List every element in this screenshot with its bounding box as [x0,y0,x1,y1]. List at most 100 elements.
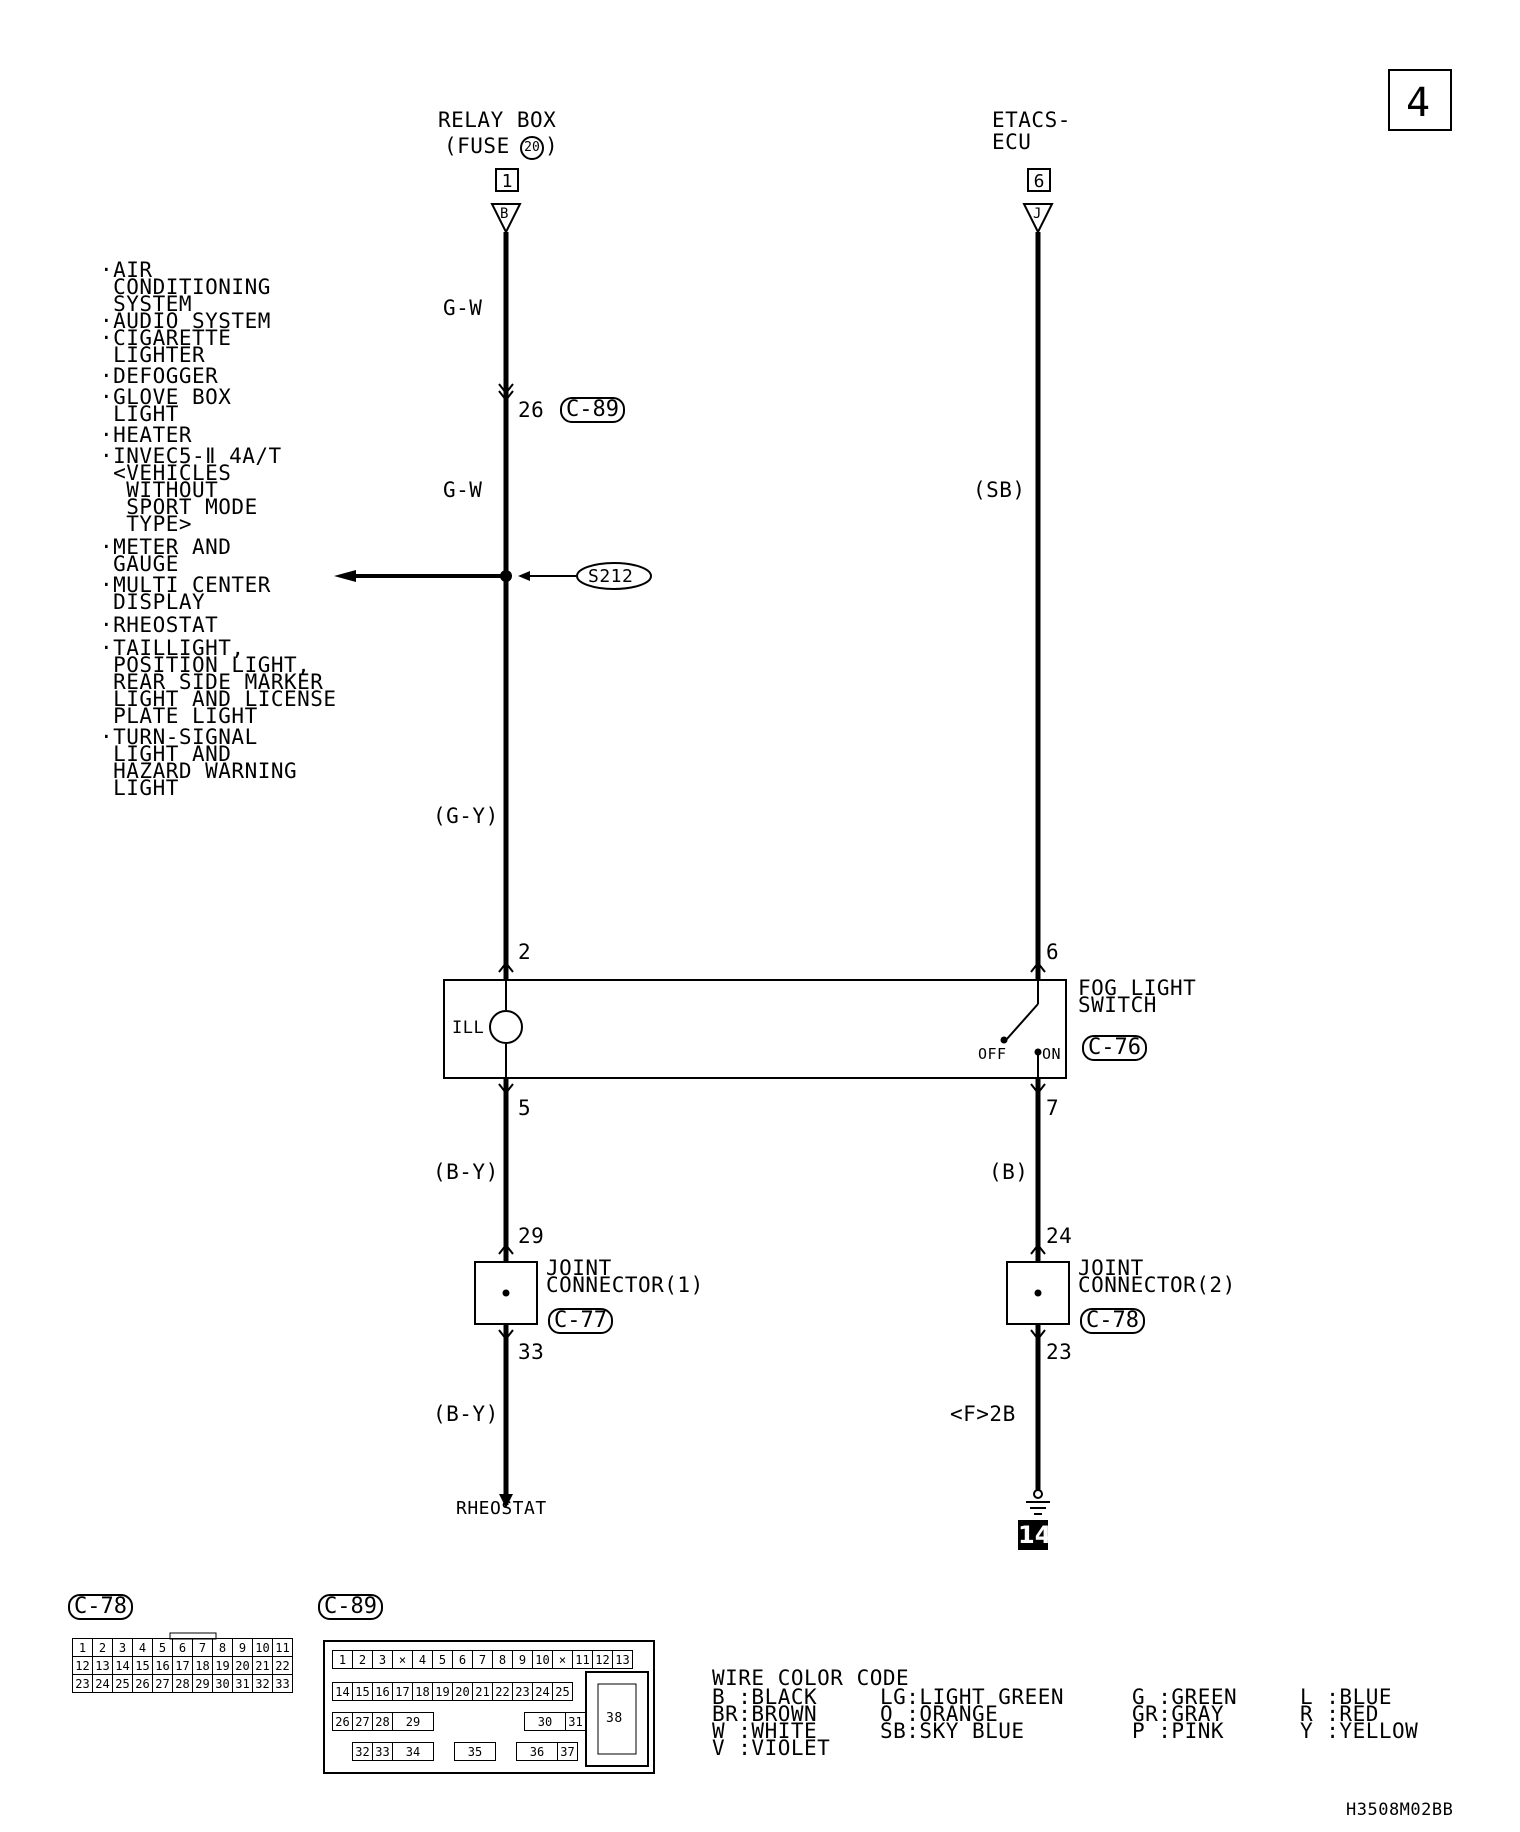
page-number: 4 [1406,80,1431,126]
connector-c76-tag: C-76 [1082,1035,1147,1061]
color-entry: V :VIOLET [712,1736,831,1760]
etacs-pin: 6 [1027,168,1051,192]
connector-c89-tag: C-89 [560,397,625,423]
joint-connector-2-box [1006,1261,1070,1325]
color-entry: BR:BROWN [712,1702,818,1726]
pin-29: 29 [518,1224,545,1248]
wire-color-code-col-2: LG:LIGHT GREEN O :ORANGE SB:SKY BLUE [880,1687,1064,1742]
wire-color-code-col-3: G :GREEN GR:GRAY P :PINK [1132,1687,1237,1743]
fuse-number-circle: 20 [520,136,544,160]
c78-pin: 12 [72,1656,93,1675]
c89-pin: 33 [372,1742,393,1761]
c78-pin: 17 [172,1656,193,1675]
list-item: ·METER AND GAUGE [100,535,232,576]
list-item: ·GLOVE BOX LIGHT [100,385,232,426]
c78-pin: 15 [132,1656,153,1675]
relay-box-conn-letter: B [500,206,509,222]
fuse-close-paren: ) [545,134,559,158]
c78-pin: 2 [92,1638,113,1657]
c78-pin: 11 [272,1638,293,1657]
c89-pin: 23 [512,1682,533,1701]
c78-pin: 24 [92,1674,113,1693]
c89-pin: 22 [492,1682,513,1701]
drawing-id: H3508M02BB [1346,1800,1454,1820]
wire-color-b: (B) [989,1160,1029,1184]
c89-pin: 7 [472,1650,493,1669]
c89-blank-pin: × [552,1650,573,1669]
c78-pin: 3 [112,1638,133,1657]
splice-s212-label: S212 [588,566,634,587]
c89-pin: 14 [332,1682,353,1701]
c78-pin: 31 [232,1674,253,1693]
pin-6: 6 [1046,940,1060,964]
c78-pin: 9 [232,1638,253,1657]
list-item: ·RHEOSTAT [100,613,219,637]
pin-24: 24 [1046,1224,1073,1248]
c89-pin: 3 [372,1650,393,1669]
c89-pin: 31 [565,1712,586,1731]
c89-pin: 37 [557,1742,578,1761]
c89-pin: 8 [492,1650,513,1669]
wire-color-code-col-1: B :BLACK BR:BROWN W :WHITE V :VIOLET [712,1685,831,1760]
fog-light-switch-title: FOG LIGHT SWITCH [1078,976,1197,1017]
c89-pin: 11 [572,1650,593,1669]
connector-c77-tag: C-77 [548,1308,613,1334]
c89-gap [496,1743,517,1761]
c78-pin: 23 [72,1674,93,1693]
c89-pin: 4 [412,1650,433,1669]
c89-pin: 18 [412,1682,433,1701]
c78-pin: 6 [172,1638,193,1657]
c89-pin: 24 [532,1682,553,1701]
c89-gap [434,1713,525,1731]
color-entry: B :BLACK [712,1685,818,1709]
ill-lamp-circle [489,1010,523,1044]
c89-pin: 9 [512,1650,533,1669]
color-entry: GR:GRAY [1132,1702,1225,1726]
c89-pin: 12 [592,1650,613,1669]
c78-pin: 10 [252,1638,273,1657]
c89-pin: 21 [472,1682,493,1701]
joint-connector-2-title: JOINT CONNECTOR(2) [1078,1256,1236,1297]
color-entry: L :BLUE [1300,1685,1393,1709]
c78-pin: 4 [132,1638,153,1657]
c78-pin: 33 [272,1674,293,1693]
c78-pin: 28 [172,1674,193,1693]
c78-pin: 19 [212,1656,233,1675]
list-item: ·CIGARETTE LIGHTER [100,326,232,367]
c89-gap [434,1743,455,1761]
c89-pin: 36 [516,1742,558,1761]
related-systems-list: ·AIR CONDITIONING SYSTEM ·AUDIO SYSTEM ·… [100,260,337,799]
wire-color-by-2: (B-Y) [433,1402,499,1426]
c78-pin: 18 [192,1656,213,1675]
relay-box-label: RELAY BOX [438,108,557,132]
c89-pin: 32 [352,1742,373,1761]
c89-pin: 1 [332,1650,353,1669]
rheostat-label: RHEOSTAT [456,1498,547,1519]
color-entry: Y :YELLOW [1300,1719,1419,1743]
c89-pin: 16 [372,1682,393,1701]
c78-pin: 13 [92,1656,113,1675]
pin-5: 5 [518,1096,532,1120]
etacs-ecu-label-2: ECU [992,130,1032,154]
connector-c78-tag: C-78 [1080,1308,1145,1334]
c78-pin: 25 [112,1674,133,1693]
c89-pin-38: 38 [606,1711,623,1726]
c78-pin: 27 [152,1674,173,1693]
c78-pin: 29 [192,1674,213,1693]
c89-pin: 19 [432,1682,453,1701]
wire-color-code-col-4: L :BLUE R :RED Y :YELLOW [1300,1685,1419,1743]
joint-connector-1-title: JOINT CONNECTOR(1) [546,1256,704,1297]
c89-pin: 10 [532,1650,553,1669]
c89-pin: 28 [372,1712,393,1731]
c78-pin: 20 [232,1656,253,1675]
color-entry: P :PINK [1132,1719,1225,1743]
c78-pin: 21 [252,1656,273,1675]
c78-pin: 26 [132,1674,153,1693]
